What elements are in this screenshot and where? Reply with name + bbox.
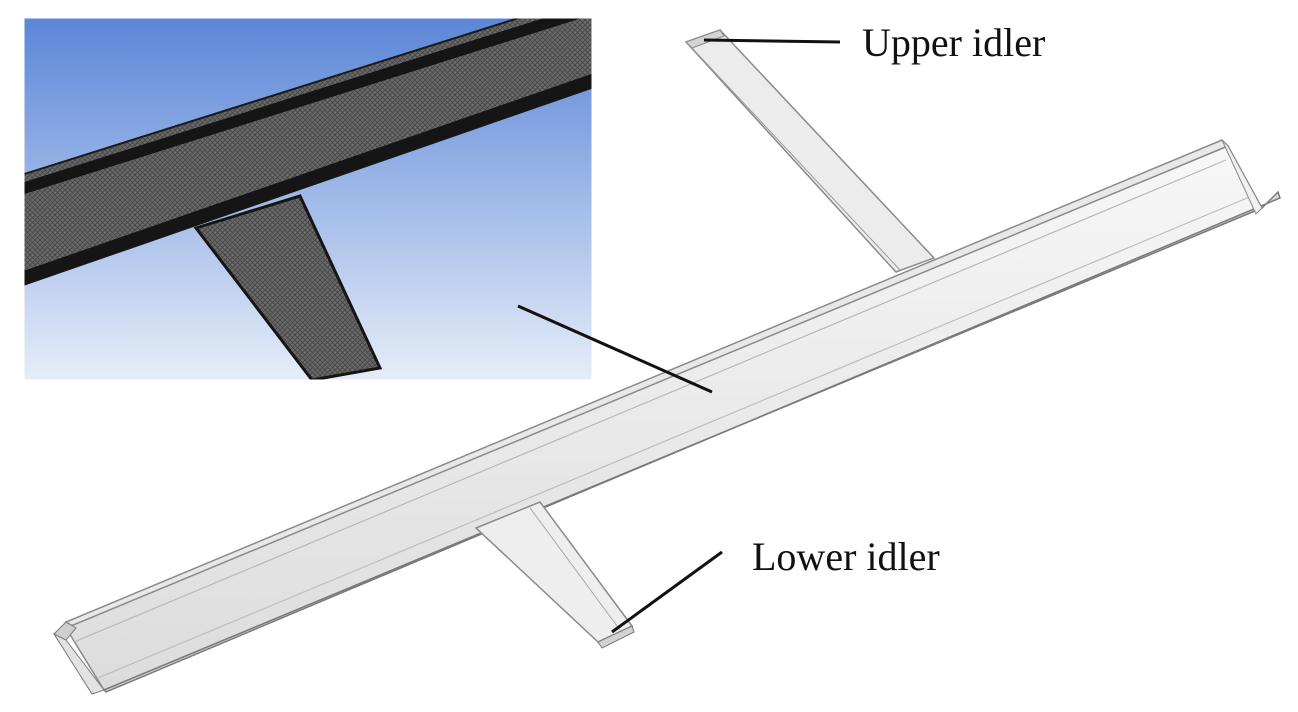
leader-lines (517, 38, 841, 634)
lower-idler-label: Lower idler (752, 534, 940, 579)
lower-idler-bracket (474, 501, 635, 649)
upper-idler-leader (703, 38, 841, 44)
upper-idler-label: Upper idler (862, 20, 1045, 65)
lower-idler-leader (611, 550, 723, 634)
main-channel-beam (52, 139, 1281, 695)
inset-leader (517, 304, 713, 394)
mesh-detail-inset (23, 17, 593, 381)
upper-idler-bracket (684, 29, 936, 273)
